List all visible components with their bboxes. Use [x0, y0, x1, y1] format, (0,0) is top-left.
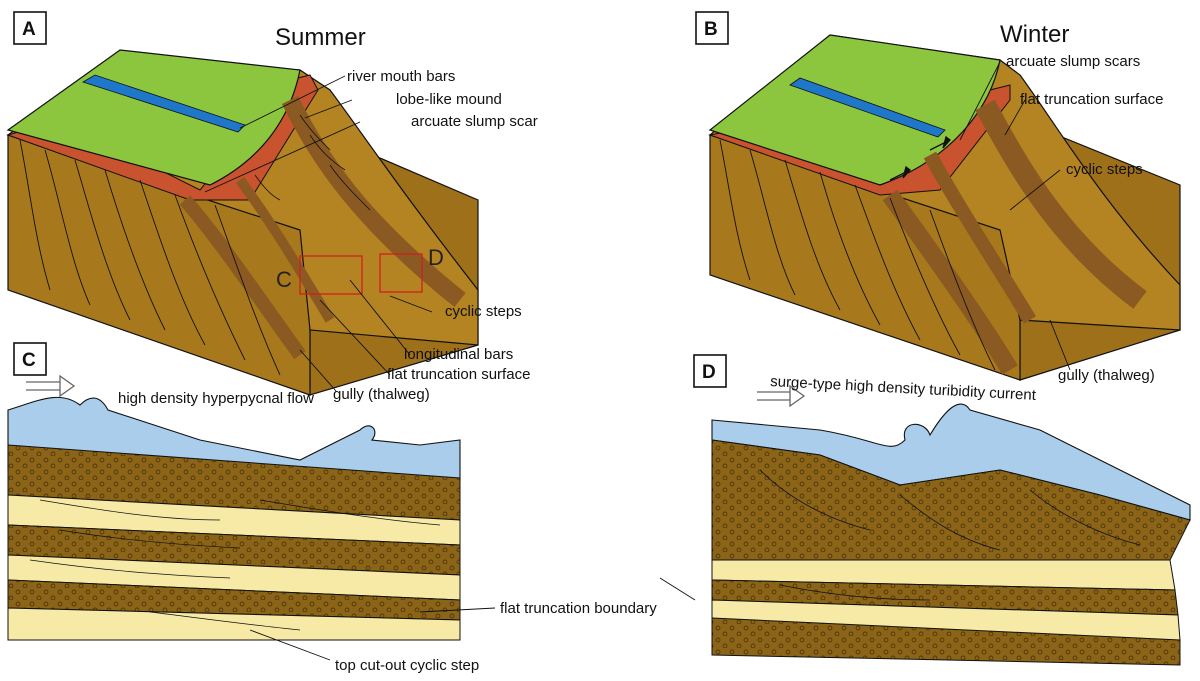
panel-a-letter: A — [22, 19, 36, 40]
label-cyclic-steps-a: cyclic steps — [445, 303, 522, 320]
label-lobe-like-mound: lobe-like mound — [396, 91, 502, 108]
panel-a-block — [6, 49, 479, 396]
panel-b-letter: B — [704, 19, 718, 40]
label-top-cut-out-cyclic-step: top cut-out cyclic step — [335, 657, 479, 674]
label-gully-thalweg-a: gully (thalweg) — [333, 386, 430, 403]
panel-b-block — [708, 34, 1181, 381]
panel-b-title: Winter — [1000, 21, 1069, 48]
label-flat-truncation-surface-b: flat truncation surface — [1020, 91, 1163, 108]
panel-a-title: Summer — [275, 24, 366, 51]
panel-a-letter-box — [13, 11, 47, 45]
panel-c-letter: C — [22, 350, 36, 371]
label-arcuate-slump-scar: arcuate slump scar — [411, 113, 538, 130]
box-label-c: C — [276, 267, 292, 292]
label-cyclic-steps-b: cyclic steps — [1066, 161, 1143, 178]
label-surge-type-current: surge-type high density turibidity curre… — [770, 373, 1037, 404]
panel-d-letter-box — [693, 354, 727, 388]
label-flat-truncation-surface-a: flat truncation surface — [387, 366, 530, 383]
panel-b-letter-box — [695, 11, 729, 45]
label-gully-thalweg-b: gully (thalweg) — [1058, 367, 1155, 384]
leader-lines — [204, 61, 1071, 661]
panel-d-section — [711, 384, 1191, 666]
panel-c-letter-box — [13, 342, 47, 376]
label-river-mouth-bars: river mouth bars — [347, 68, 455, 85]
label-hyperpycnal-flow: high density hyperpycnal flow — [118, 390, 314, 407]
box-label-d: D — [428, 245, 444, 270]
label-longitudinal-bars: longitudinal bars — [404, 346, 513, 363]
label-arcuate-slump-scars: arcuate slump scars — [1006, 53, 1140, 70]
label-flat-truncation-boundary: flat truncation boundary — [500, 600, 657, 617]
panel-c-section — [7, 374, 461, 641]
panel-d-letter: D — [702, 362, 716, 383]
